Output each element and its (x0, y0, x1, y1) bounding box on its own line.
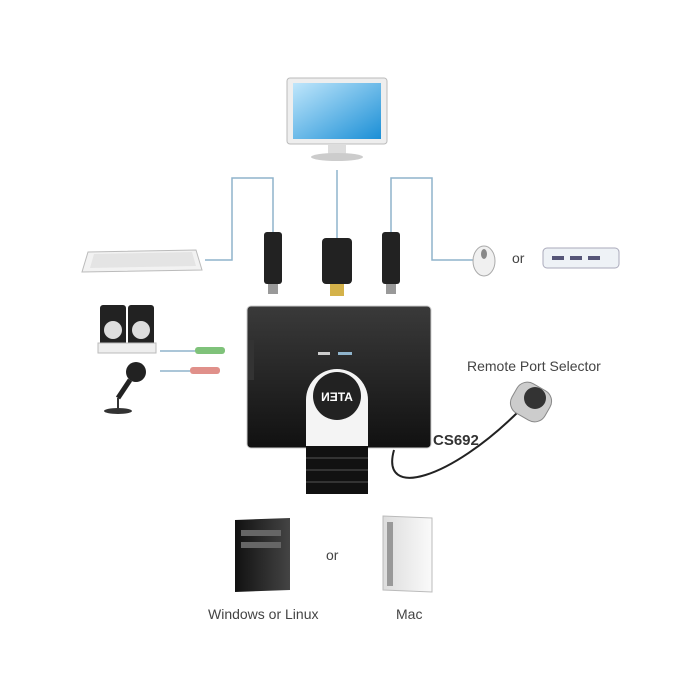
kvm-switch-device: ATEN (246, 305, 432, 494)
windows-linux-label: Windows or Linux (208, 606, 319, 622)
microphone-icon (104, 362, 146, 414)
remote-cable (391, 409, 521, 479)
usb-plug-mouse (382, 232, 400, 294)
usb-hub-icon (542, 247, 620, 269)
mac-label: Mac (396, 606, 423, 622)
monitor-icon (286, 77, 388, 161)
remote-port-selector-label: Remote Port Selector (467, 358, 601, 374)
or-label-computer: or (326, 547, 339, 563)
usb-plug-keyboard (264, 232, 282, 294)
model-label: CS692 (433, 432, 479, 449)
or-label-mouse: or (512, 250, 525, 266)
speakers-icon (97, 305, 157, 354)
remote-port-selector-icon (509, 381, 553, 423)
cables (205, 170, 475, 261)
windows-pc-icon (235, 518, 290, 592)
mac-pro-icon (382, 515, 433, 593)
video-plug (322, 238, 352, 296)
audio-plugs (160, 347, 225, 374)
mouse-icon (472, 245, 496, 277)
device-logo: ATEN (321, 390, 353, 404)
keyboard-icon (81, 249, 203, 273)
